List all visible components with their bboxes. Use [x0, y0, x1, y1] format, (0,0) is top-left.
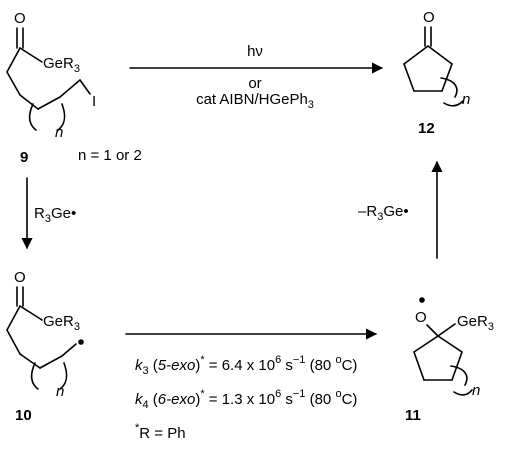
r3ge-radical-label: R3Ge•: [34, 205, 76, 225]
c11-radical-dot: [419, 297, 425, 303]
rate-constant-k3: k3 (5-exo)* = 6.4 x 106 s−1 (80 oC): [135, 354, 357, 377]
compound-11: O GeR3 n 11: [405, 297, 494, 424]
c9-germanium-label: GeR3: [43, 55, 80, 75]
c12-oxygen-label: O: [423, 9, 435, 26]
c12-n-label: n: [462, 91, 470, 108]
minus-r3ge-radical-label: –R3Ge•: [358, 203, 409, 223]
c9-oxygen-label: O: [14, 10, 26, 27]
compound-11-number: 11: [405, 407, 421, 424]
rate-constants: k3 (5-exo)* = 6.4 x 106 s−1 (80 oC) k4 (…: [135, 354, 357, 442]
c9-bonds: [6, 27, 91, 131]
top-reaction-arrow: hν or cat AIBN/HGePh3: [129, 43, 384, 111]
c11-bonds: [413, 323, 473, 396]
rate-constant-k4: k4 (6-exo)* = 1.3 x 106 s−1 (80 oC): [135, 388, 357, 411]
compound-9-number: 9: [20, 149, 28, 166]
c10-oxygen-label: O: [14, 269, 26, 286]
or-label: or: [248, 75, 261, 92]
right-vertical-arrow: –R3Ge•: [358, 160, 443, 259]
c9-iodine-label: I: [92, 93, 96, 110]
compound-9: O GeR3 n I 9 n = 1 or 2: [6, 10, 142, 166]
compound-10: O GeR3 n 10: [6, 269, 84, 424]
aibn-conditions-label: cat AIBN/HGePh3: [196, 91, 314, 111]
c10-radical-dot: [78, 339, 84, 345]
c10-germanium-label: GeR3: [43, 313, 80, 333]
left-vertical-arrow: R3Ge•: [21, 177, 76, 250]
compound-10-number: 10: [15, 407, 32, 424]
compound-12-number: 12: [418, 120, 435, 137]
footnote: *R = Ph: [135, 422, 186, 442]
c9-n-label: n: [55, 124, 63, 141]
compound-12: O n 12: [403, 9, 470, 137]
c11-germanium-label: GeR3: [457, 313, 494, 333]
c11-oxygen-label: O: [415, 309, 427, 326]
c11-n-label: n: [472, 382, 480, 399]
c12-bonds: [403, 26, 464, 107]
c10-bonds: [6, 286, 77, 390]
hv-label: hν: [247, 43, 263, 60]
n-condition-label: n = 1 or 2: [78, 147, 142, 164]
c10-n-label: n: [56, 383, 64, 400]
